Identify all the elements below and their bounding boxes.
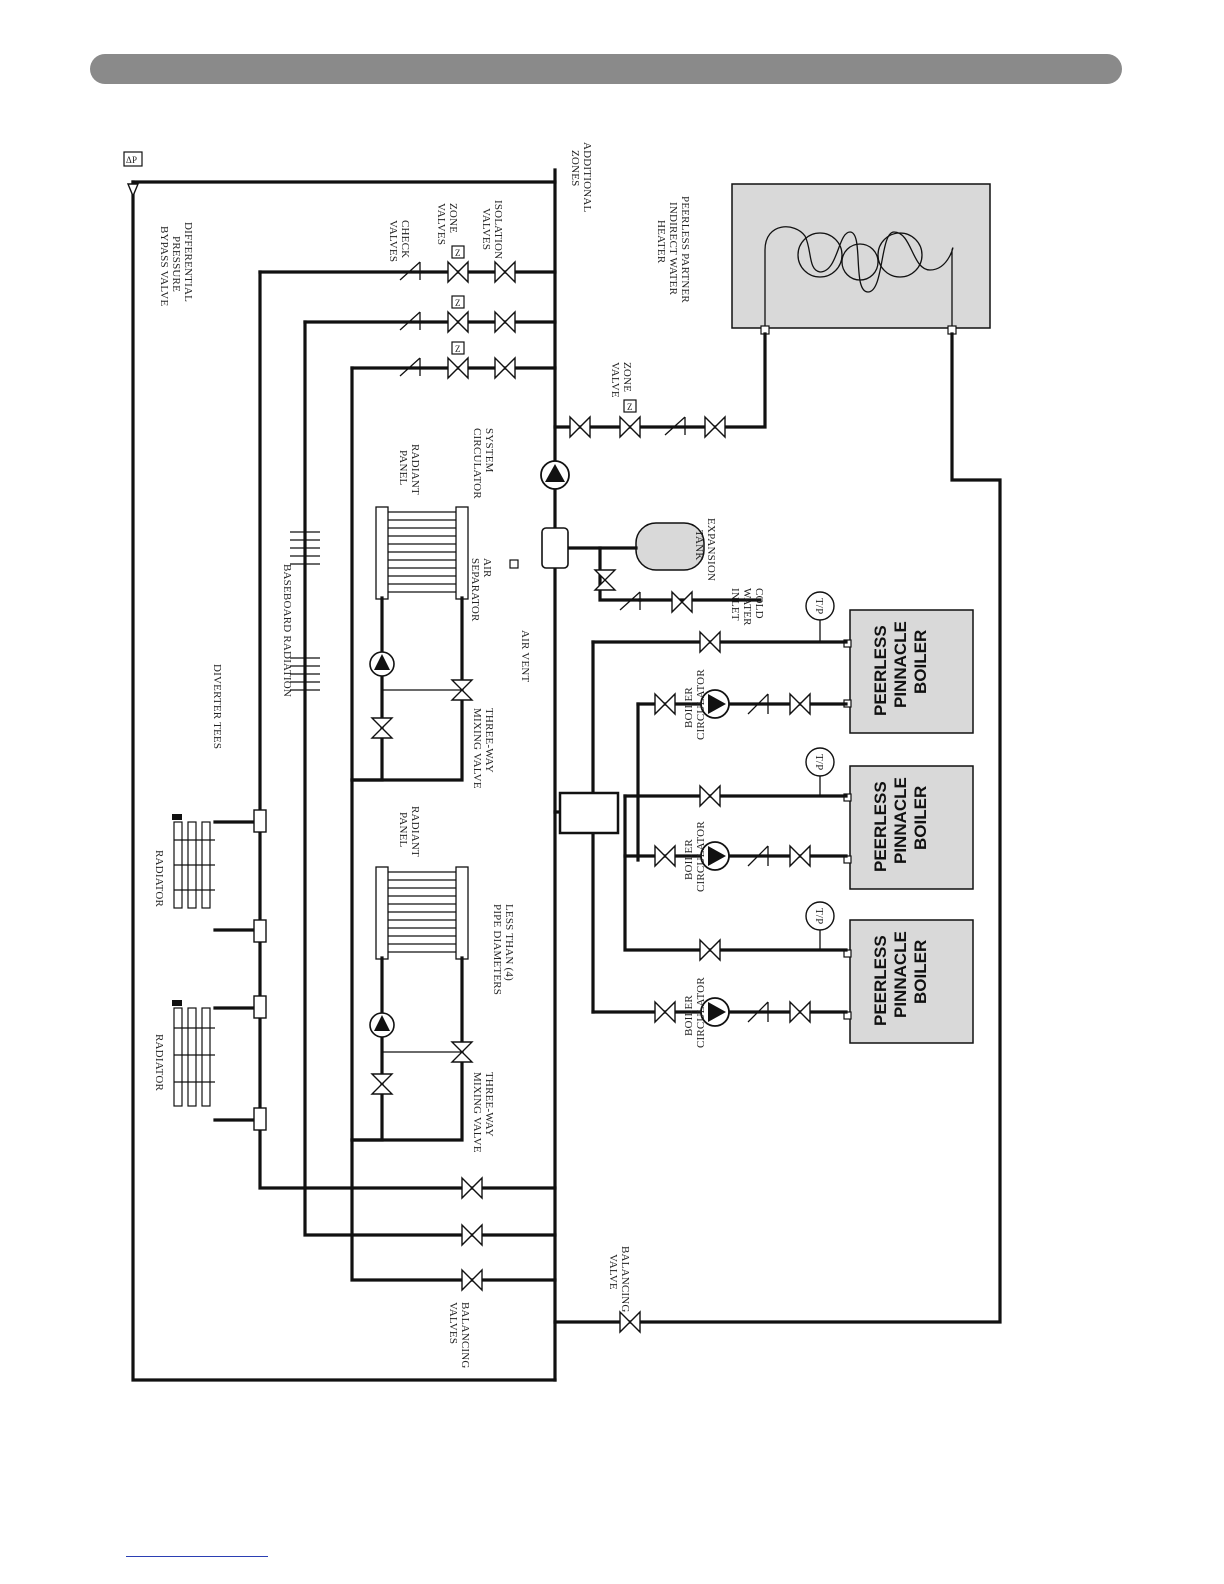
svg-text:ISOLATIONVALVES: ISOLATIONVALVES bbox=[480, 200, 504, 259]
svg-text:Z: Z bbox=[627, 402, 633, 412]
svg-text:ΔP: ΔP bbox=[126, 155, 137, 165]
svg-text:Z: Z bbox=[455, 298, 461, 308]
svg-text:Z: Z bbox=[455, 344, 461, 354]
bypass-label: DIFFERENTIALPRESSUREBYPASS VALVE bbox=[158, 222, 194, 306]
svg-text:ADDITIONALZONES: ADDITIONALZONES bbox=[569, 142, 593, 213]
radiator-2 bbox=[172, 1000, 215, 1107]
radiator-1 bbox=[172, 814, 215, 909]
svg-text:T/P: T/P bbox=[813, 754, 825, 771]
svg-text:LESS THAN (4)PIPE DIAMETERS: LESS THAN (4)PIPE DIAMETERS bbox=[491, 904, 515, 995]
diagram-labels: ADDITIONALZONES DIFFERENTIALPRESSUREBYPA… bbox=[126, 142, 930, 1369]
radiant-panel-1 bbox=[375, 506, 469, 600]
svg-text:ZONEVALVES: ZONEVALVES bbox=[435, 203, 459, 245]
svg-text:RADIATOR: RADIATOR bbox=[153, 850, 165, 907]
svg-text:T/P: T/P bbox=[813, 598, 825, 615]
svg-text:EXPANSIONTANK: EXPANSIONTANK bbox=[693, 518, 717, 581]
svg-text:CHECKVALVES: CHECKVALVES bbox=[387, 220, 411, 262]
svg-text:RADIANTPANEL: RADIANTPANEL bbox=[397, 806, 421, 857]
radiant-panel-2 bbox=[375, 866, 469, 960]
svg-text:THREE-WAYMIXING VALVE: THREE-WAYMIXING VALVE bbox=[471, 708, 495, 789]
svg-text:BALANCINGVALVE: BALANCINGVALVE bbox=[607, 1246, 631, 1313]
header-bar bbox=[90, 54, 1122, 84]
svg-text:T/P: T/P bbox=[813, 908, 825, 925]
boiler-2-label: PEERLESSPINNACLEBOILER bbox=[871, 777, 930, 872]
svg-text:BOILERCIRCULATOR: BOILERCIRCULATOR bbox=[683, 977, 707, 1048]
svg-text:BOILERCIRCULATOR: BOILERCIRCULATOR bbox=[683, 669, 707, 740]
svg-text:COLDWATERINLET: COLDWATERINLET bbox=[729, 588, 765, 626]
boiler-1 bbox=[843, 609, 974, 734]
svg-text:SYSTEMCIRCULATOR: SYSTEMCIRCULATOR bbox=[471, 428, 495, 499]
boiler-3-label: PEERLESSPINNACLEBOILER bbox=[871, 931, 930, 1026]
boiler-1-label: PEERLESSPINNACLEBOILER bbox=[871, 621, 930, 716]
svg-text:BASEBOARD RADIATION: BASEBOARD RADIATION bbox=[281, 564, 293, 697]
boiler-3 bbox=[843, 919, 974, 1044]
svg-text:BALANCINGVALVES: BALANCINGVALVES bbox=[447, 1302, 471, 1369]
svg-text:Z: Z bbox=[455, 248, 461, 258]
svg-text:RADIATOR: RADIATOR bbox=[153, 1034, 165, 1091]
footer-rule bbox=[126, 1556, 268, 1557]
svg-text:AIR VENT: AIR VENT bbox=[519, 630, 531, 683]
svg-text:THREE-WAYMIXING VALVE: THREE-WAYMIXING VALVE bbox=[471, 1072, 495, 1153]
svg-text:RADIANTPANEL: RADIANTPANEL bbox=[397, 444, 421, 495]
svg-text:PEERLESS PARTNERINDIRECT WATER: PEERLESS PARTNERINDIRECT WATERHEATER bbox=[655, 196, 691, 303]
svg-text:DIVERTER TEES: DIVERTER TEES bbox=[211, 664, 223, 749]
pipework bbox=[131, 168, 1002, 1382]
svg-text:AIRSEPARATOR: AIRSEPARATOR bbox=[469, 558, 493, 622]
svg-text:BOILERCIRCULATOR: BOILERCIRCULATOR bbox=[683, 821, 707, 892]
valve-icons bbox=[123, 151, 835, 1334]
indirect-water-heater bbox=[731, 183, 991, 335]
svg-text:ZONEVALVE: ZONEVALVE bbox=[609, 362, 633, 398]
